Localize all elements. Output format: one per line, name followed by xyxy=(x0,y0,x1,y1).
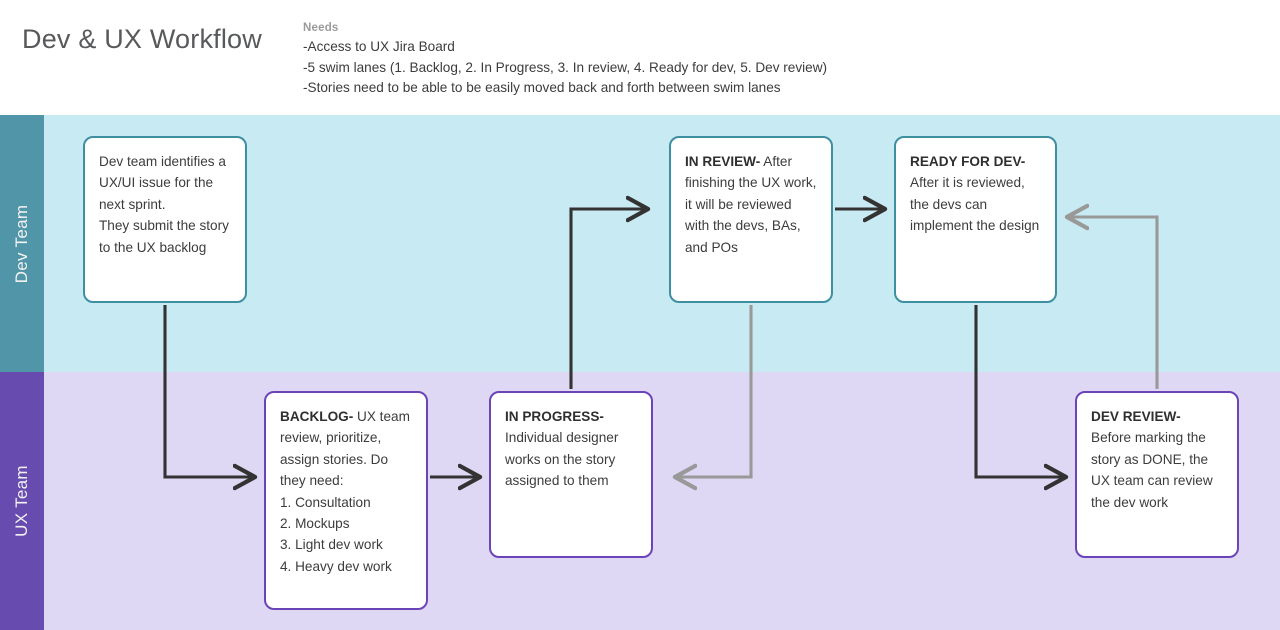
node-in-progress-text: Individual designer works on the story a… xyxy=(505,430,619,489)
needs-heading: Needs xyxy=(303,22,339,34)
node-ready-for-dev[interactable]: READY FOR DEV- After it is reviewed, the… xyxy=(894,136,1057,303)
swimlane-header-ux-team: UX Team xyxy=(0,372,44,630)
connector-ready-for-dev-to-dev-review xyxy=(974,305,1063,477)
node-backlog[interactable]: BACKLOG- UX team review, prioritize, ass… xyxy=(264,391,428,610)
swimlane-header-dev-team: Dev Team xyxy=(0,115,44,372)
node-in-review-text: After finishing the UX work, it will be … xyxy=(685,154,817,255)
node-dev-identifies[interactable]: Dev team identifies a UX/UI issue for th… xyxy=(83,136,247,303)
node-in-progress[interactable]: IN PROGRESS- Individual designer works o… xyxy=(489,391,653,558)
connector-in-progress-to-in-review xyxy=(569,209,645,389)
node-in-review-title: IN REVIEW- xyxy=(685,154,761,169)
node-dev-review-title: DEV REVIEW- xyxy=(1091,409,1181,424)
node-in-progress-title: IN PROGRESS- xyxy=(505,409,604,424)
needs-line-3: -Stories need to be able to be easily mo… xyxy=(303,80,781,95)
node-dev-review[interactable]: DEV REVIEW- Before marking the story as … xyxy=(1075,391,1239,558)
needs-line-2: -5 swim lanes (1. Backlog, 2. In Progres… xyxy=(303,59,828,75)
needs-line-1: -Access to UX Jira Board xyxy=(303,39,455,54)
connector-dev-review-to-ready-for-dev xyxy=(1070,217,1159,389)
connector-in-review-to-in-progress xyxy=(678,305,753,477)
node-ready-for-dev-text: After it is reviewed, the devs can imple… xyxy=(910,175,1040,234)
node-in-review[interactable]: IN REVIEW- After finishing the UX work, … xyxy=(669,136,833,303)
node-backlog-title: BACKLOG- xyxy=(280,409,354,424)
page-title: Dev & UX Workflow xyxy=(22,24,262,54)
node-dev-identifies-text: Dev team identifies a UX/UI issue for th… xyxy=(99,154,229,255)
node-dev-review-text: Before marking the story as DONE, the UX… xyxy=(1091,430,1213,510)
needs-block: Needs -Access to UX Jira Board -5 swim l… xyxy=(303,22,1123,99)
node-backlog-text: UX team review, prioritize, assign stori… xyxy=(280,409,410,574)
node-ready-for-dev-title: READY FOR DEV- xyxy=(910,154,1026,169)
connector-dev-identifies-to-backlog xyxy=(163,305,252,477)
diagram-header: Dev & UX Workflow Needs -Access to UX Ji… xyxy=(0,0,1280,115)
